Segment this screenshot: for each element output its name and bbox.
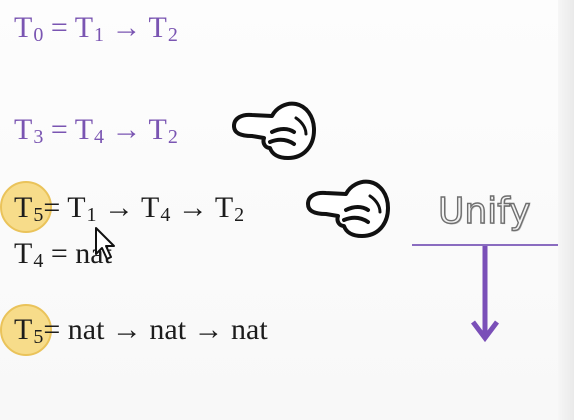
eq2-equals: = — [43, 191, 68, 224]
eq3-lhs: T4 — [14, 237, 44, 272]
eq0-lhs: T0 — [14, 11, 44, 46]
eq0-arrow: → — [104, 11, 149, 44]
eq2-arrow-2: → — [170, 191, 215, 224]
eq1-lhs: T3 — [14, 113, 44, 148]
eq4-value: nat → nat → nat — [67, 313, 268, 346]
eq0-a: T1 — [74, 11, 105, 46]
eq1-a: T4 — [74, 113, 105, 148]
unify-divider — [412, 244, 558, 246]
eq0-b: T2 — [148, 11, 178, 46]
eq1-arrow: → — [104, 113, 149, 146]
eq4-lhs: T5 — [14, 313, 44, 348]
equation-t5-arrows: T5= T1 → T4 → T2 — [14, 190, 244, 233]
down-arrow-icon — [471, 246, 499, 343]
highlight-circle-t5-bottom — [0, 304, 52, 356]
eq1-b: T2 — [148, 113, 178, 148]
right-edge-strip — [558, 0, 574, 420]
eq2-lhs: T5 — [14, 191, 44, 226]
highlight-circle-t5-top — [0, 181, 52, 233]
eq2-c: T2 — [214, 191, 245, 226]
eq4-equals: = — [43, 313, 68, 346]
eq0-equals: = — [43, 11, 75, 44]
eq3-equals: = — [43, 237, 76, 270]
pointing-hand-icon — [306, 179, 390, 238]
unify-label: Unify — [437, 190, 531, 232]
eq1-equals: = — [43, 113, 75, 146]
eq2-b: T4 — [141, 191, 171, 226]
pointing-hand-icon — [232, 101, 316, 160]
equation-t5-nat: T5= nat → nat → nat — [14, 312, 268, 355]
eq2-arrow-1: → — [96, 191, 142, 224]
eq2-a: T1 — [67, 191, 97, 226]
equation-t3: T3 = T4 → T2 — [14, 112, 178, 155]
equation-t0: T0 = T1 → T2 — [14, 10, 178, 53]
cursor-icon — [95, 227, 115, 260]
